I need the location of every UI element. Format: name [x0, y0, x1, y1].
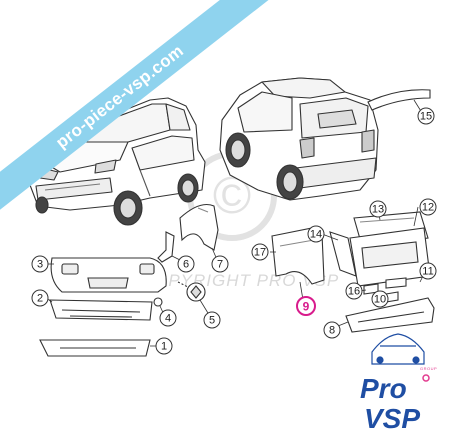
callout-circle [203, 311, 221, 329]
part-bumper-grille [49, 299, 153, 321]
part-badge [177, 281, 206, 302]
callout-circle [155, 337, 173, 355]
callout-number: 13 [372, 204, 384, 216]
callout-4: 4 [159, 309, 177, 327]
callout-number: 2 [37, 293, 43, 305]
callout-number: 7 [217, 259, 223, 271]
part-rear-fender [271, 227, 325, 285]
callout-11: 11 [419, 262, 437, 280]
callout-number: 9 [303, 300, 310, 314]
callout-number: 12 [422, 202, 434, 214]
callout-circle [417, 107, 435, 125]
callout-number: 6 [183, 259, 189, 271]
callout-number: 5 [209, 315, 215, 327]
callout-14: 14 [307, 225, 325, 243]
callout-circle [345, 282, 363, 300]
part-fender-bracket [157, 231, 175, 263]
callout-number: 4 [165, 313, 171, 325]
callout-number: 1 [161, 341, 167, 353]
logo-car-icon [371, 333, 425, 365]
callout-number: 3 [37, 259, 43, 271]
callout-7: 7 [211, 255, 229, 273]
callout-16: 16 [345, 282, 363, 300]
part-front-fender [179, 203, 219, 251]
part-rear-bumper [345, 297, 435, 333]
callout-1: 1 [155, 337, 173, 355]
callout-9: 9 [296, 296, 316, 316]
callout-number: 11 [422, 266, 433, 278]
callout-circle [323, 321, 341, 339]
callout-circle [251, 243, 269, 261]
part-rear-light-trim [385, 277, 407, 289]
callout-circle [419, 262, 437, 280]
callout-circle [211, 255, 229, 273]
rear-car-drawing [219, 77, 379, 201]
callout-circle [177, 255, 195, 273]
callout-5: 5 [203, 311, 221, 329]
brand-dot-icon [422, 374, 430, 382]
part-tailgate [349, 227, 431, 287]
callout-12: 12 [419, 198, 437, 216]
callout-circle [371, 290, 389, 308]
brand-small-label: GROUP [420, 366, 437, 371]
brand-line1: Pro [360, 373, 407, 404]
callout-number: 17 [254, 247, 266, 259]
callout-17: 17 [251, 243, 269, 261]
callout-15: 15 [417, 107, 435, 125]
callout-circle [31, 255, 49, 273]
callout-circle [307, 225, 325, 243]
callout-number: 10 [374, 294, 386, 306]
callout-number: 16 [348, 286, 360, 298]
callout-8: 8 [323, 321, 341, 339]
callout-circle [159, 309, 177, 327]
callout-10: 10 [371, 290, 389, 308]
callout-6: 6 [177, 255, 195, 273]
callout-circle [369, 200, 387, 218]
callout-3: 3 [31, 255, 49, 273]
brand-line2: VSP [364, 403, 420, 434]
part-clip [153, 297, 163, 307]
callout-circle [31, 289, 49, 307]
brand-logo: GROUP Pro VSP [360, 333, 437, 434]
callout-circle [419, 198, 437, 216]
part-roof-spoiler [367, 89, 431, 111]
part-lower-spoiler [39, 339, 151, 357]
callout-2: 2 [31, 289, 49, 307]
callout-13: 13 [369, 200, 387, 218]
front-car-drawing [29, 97, 206, 226]
callout-number: 14 [310, 229, 322, 241]
callout-circle [296, 296, 316, 316]
callout-number: 15 [420, 111, 432, 123]
part-front-bumper [50, 257, 167, 293]
callout-number: 8 [329, 325, 335, 337]
